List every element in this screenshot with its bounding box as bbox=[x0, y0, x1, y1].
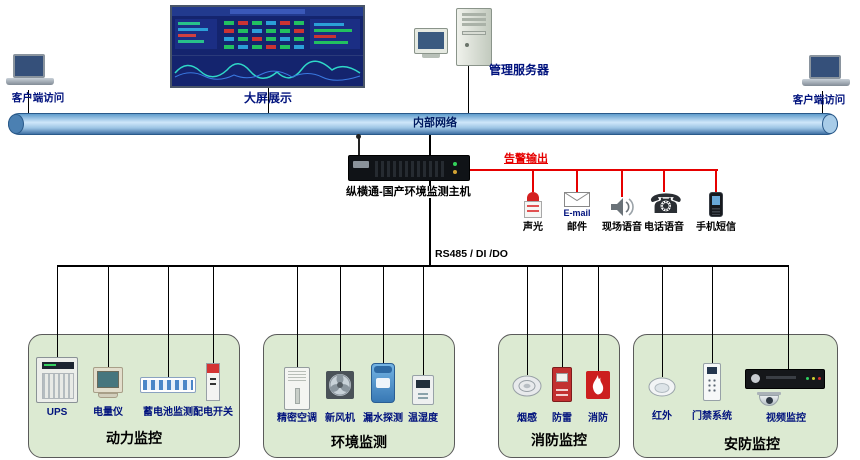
lightning-protection-icon bbox=[552, 367, 572, 402]
temp-humidity-label: 温湿度 bbox=[408, 413, 438, 424]
email-label: 邮件 bbox=[567, 222, 587, 233]
connector-line bbox=[268, 88, 269, 113]
access-control-label: 门禁系统 bbox=[692, 411, 732, 422]
power-meter-icon bbox=[93, 367, 123, 400]
infrared-detector-icon bbox=[648, 377, 676, 397]
alarm-line bbox=[621, 171, 623, 197]
environment-monitoring-title: 环境监测 bbox=[331, 434, 387, 450]
sound-light-alarm-icon bbox=[524, 192, 542, 220]
connector-line bbox=[662, 265, 663, 377]
alarm-line bbox=[470, 169, 718, 171]
alarm-line bbox=[532, 171, 534, 192]
distribution-switch-label: 配电开关 bbox=[193, 407, 233, 418]
phone-voice-label: 电话语音 bbox=[644, 222, 684, 233]
fresh-air-fan-icon bbox=[326, 371, 354, 399]
alarm-line bbox=[576, 171, 578, 192]
connector-line bbox=[423, 265, 424, 375]
connector-line bbox=[168, 265, 169, 377]
alarm-output-label: 告警输出 bbox=[504, 153, 548, 165]
connector-line bbox=[383, 265, 384, 363]
client-left-label: 客户端访问 bbox=[11, 92, 65, 104]
connector-line bbox=[429, 135, 431, 155]
fire-icon bbox=[586, 371, 610, 399]
email-icon-text: E-mail bbox=[563, 208, 591, 218]
dashboard-graphic bbox=[172, 7, 363, 86]
connector-line bbox=[788, 265, 789, 369]
host-antenna bbox=[358, 138, 360, 155]
sms-label: 手机短信 bbox=[696, 222, 736, 233]
fire-label: 消防 bbox=[588, 413, 608, 424]
connector-line bbox=[468, 66, 469, 113]
precision-ac-icon bbox=[284, 367, 310, 410]
connector-line bbox=[108, 265, 109, 367]
connector-line bbox=[28, 90, 29, 113]
alarm-line bbox=[715, 171, 717, 192]
smoke-detector-label: 烟感 bbox=[517, 413, 537, 424]
telephone-icon: ☎ bbox=[649, 189, 683, 219]
access-control-icon bbox=[703, 363, 721, 401]
connector-line bbox=[57, 265, 58, 358]
dvr-icon bbox=[745, 369, 825, 389]
power-meter-label: 电量仪 bbox=[93, 407, 123, 418]
onsite-voice-label: 现场语音 bbox=[602, 222, 642, 233]
battery-monitor-label: 蓄电池监测 bbox=[143, 407, 193, 418]
power-monitoring-title: 动力监控 bbox=[106, 430, 162, 446]
client-laptop-right-icon bbox=[802, 55, 850, 91]
battery-monitor-icon bbox=[140, 377, 196, 393]
dome-camera-icon bbox=[757, 392, 781, 409]
connector-line bbox=[562, 265, 563, 367]
connector-line bbox=[598, 265, 599, 371]
connector-line bbox=[527, 265, 528, 375]
security-monitoring-title: 安防监控 bbox=[724, 436, 780, 452]
host-antenna-tip bbox=[356, 134, 361, 139]
connector-line bbox=[213, 265, 214, 363]
water-leak-detector-icon bbox=[371, 363, 395, 403]
connector-line bbox=[822, 91, 823, 113]
connector-line bbox=[340, 265, 341, 371]
management-server-label: 管理服务器 bbox=[488, 63, 549, 77]
water-leak-label: 漏水探测 bbox=[363, 413, 403, 424]
connector-line bbox=[429, 181, 431, 265]
lightning-protection-label: 防雷 bbox=[552, 413, 572, 424]
client-laptop-left-icon bbox=[6, 54, 54, 90]
temp-humidity-icon bbox=[412, 375, 434, 405]
internal-network-label: 内部网络 bbox=[413, 117, 457, 129]
network-pipe-right-cap bbox=[822, 114, 838, 134]
monitoring-host-label: 纵横通-国产环境监测主机 bbox=[344, 186, 473, 198]
sound-light-label: 声光 bbox=[523, 222, 543, 233]
rs485-label: RS485 / DI /DO bbox=[433, 248, 510, 260]
ups-label: UPS bbox=[46, 407, 68, 418]
security-monitoring-group bbox=[633, 334, 838, 458]
monitoring-host-icon bbox=[348, 155, 470, 181]
smoke-detector-icon bbox=[512, 375, 542, 397]
ups-icon bbox=[36, 357, 78, 403]
sms-phone-icon bbox=[709, 192, 723, 217]
management-server-icon bbox=[414, 8, 494, 70]
distribution-switch-icon bbox=[206, 363, 220, 401]
connector-line bbox=[712, 265, 713, 363]
client-right-label: 客户端访问 bbox=[792, 94, 846, 106]
fire-monitoring-title: 消防监控 bbox=[531, 432, 587, 448]
big-screen-label: 大屏展示 bbox=[243, 91, 292, 105]
onsite-voice-icon bbox=[611, 198, 634, 216]
alarm-line bbox=[663, 171, 665, 192]
email-icon bbox=[564, 192, 590, 207]
infrared-label: 红外 bbox=[652, 411, 672, 422]
fresh-air-fan-label: 新风机 bbox=[325, 413, 355, 424]
connector-line bbox=[297, 265, 298, 367]
video-surveillance-label: 视频监控 bbox=[766, 413, 806, 424]
big-screen-icon bbox=[170, 5, 365, 88]
precision-ac-label: 精密空调 bbox=[277, 413, 317, 424]
network-pipe-left-cap bbox=[8, 114, 24, 134]
